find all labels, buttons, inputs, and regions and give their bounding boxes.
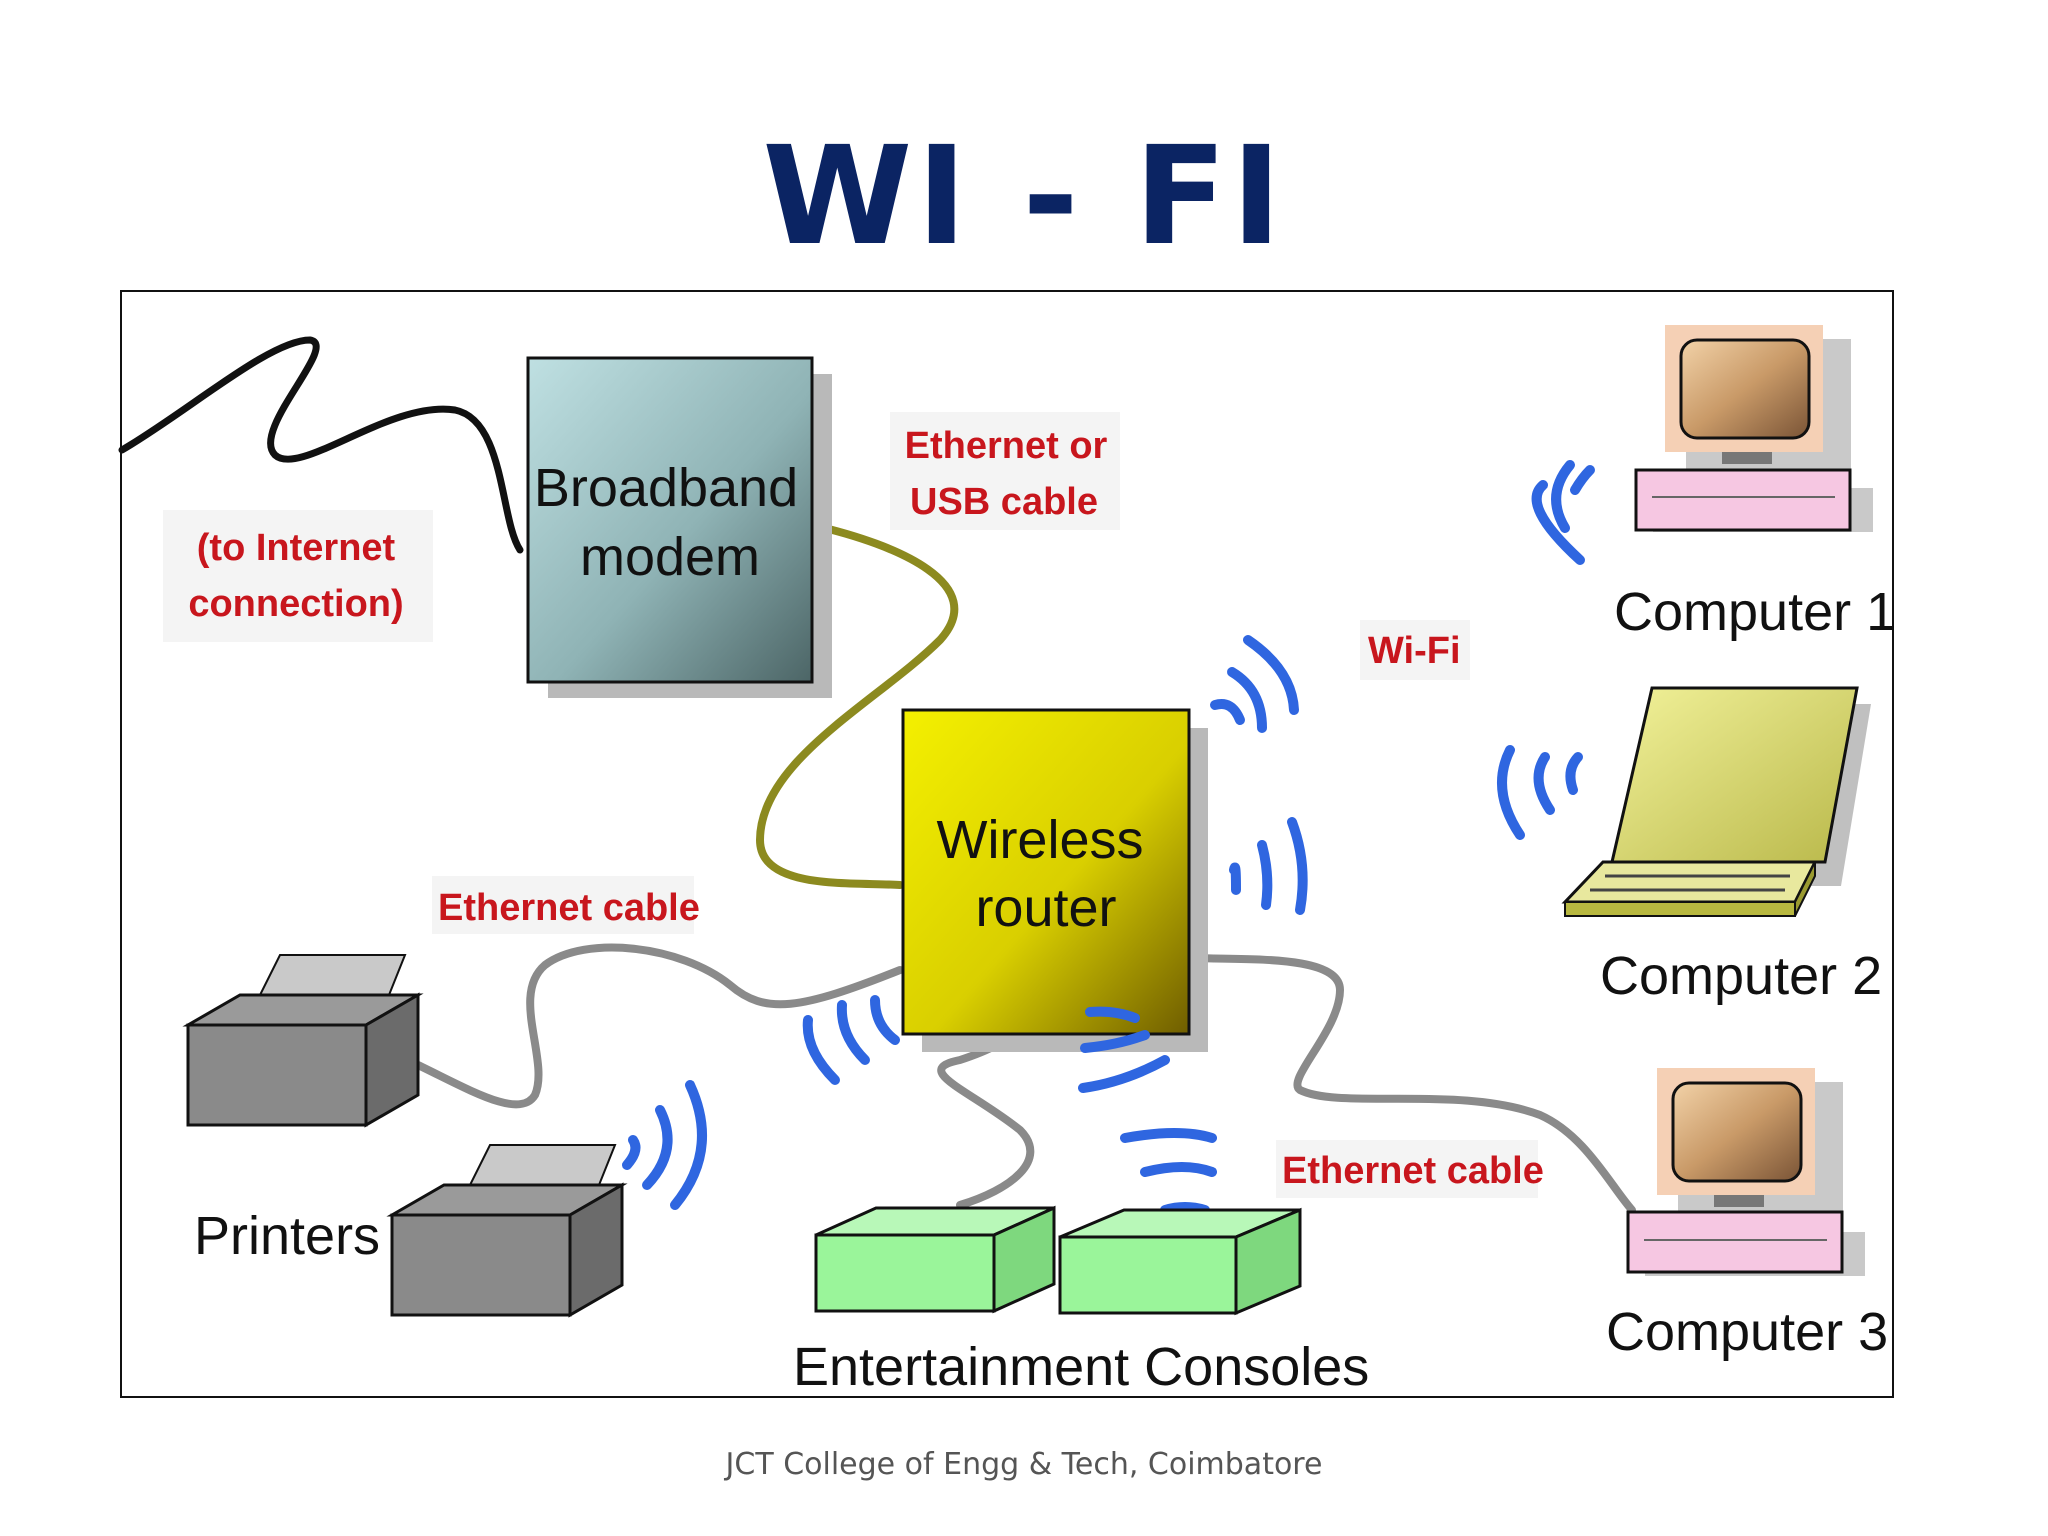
router-label: Wireless (936, 810, 1143, 870)
svg-text:Ethernet cable: Ethernet cable (1282, 1150, 1544, 1192)
console-icon (814, 1205, 1056, 1314)
router-label-line2: router (975, 878, 1116, 938)
printer-ethernet-label: Ethernet cable (432, 876, 700, 934)
computer-1-label: Computer 1 (1614, 582, 1896, 642)
desktop-computer-icon-3 (1626, 1068, 1865, 1276)
svg-text:Ethernet cable: Ethernet cable (438, 887, 700, 929)
wifi-label: Wi-Fi (1360, 620, 1470, 680)
svg-text:Ethernet or: Ethernet or (905, 425, 1108, 467)
internet-cable (118, 336, 524, 554)
svg-text:connection): connection) (188, 583, 403, 625)
computer3-ethernet-cable (1191, 954, 1636, 1214)
slide-footer: JCT College of Engg & Tech, Coimbatore (725, 1447, 1323, 1482)
broadband-modem (526, 356, 814, 684)
computer-2-label: Computer 2 (1600, 946, 1882, 1006)
internet-connection-label: (to Internet connection) (163, 510, 433, 642)
wireless-router (901, 708, 1191, 1036)
svg-text:(to Internet: (to Internet (197, 527, 396, 569)
printers-label: Printers (194, 1206, 380, 1266)
modem-label-line2: modem (580, 527, 760, 587)
modem-router-cable (755, 521, 959, 889)
modem-label: Broadband (534, 458, 798, 518)
console-icon-2 (1058, 1207, 1302, 1316)
svg-text:Wi-Fi: Wi-Fi (1368, 630, 1461, 672)
printer-icon (182, 954, 424, 1128)
modem-router-cable-label: Ethernet or USB cable (890, 412, 1120, 530)
computer3-ethernet-label: Ethernet cable (1276, 1140, 1544, 1198)
printer-ethernet-cable (414, 943, 904, 1109)
computer-3-label: Computer 3 (1606, 1302, 1888, 1362)
printer-icon-2 (386, 1144, 628, 1318)
slide-title: WI - FI (762, 118, 1286, 276)
consoles-label: Entertainment Consoles (793, 1337, 1369, 1397)
svg-text:USB cable: USB cable (910, 481, 1098, 523)
laptop-icon (1561, 686, 1871, 917)
desktop-computer-icon (1634, 325, 1873, 532)
